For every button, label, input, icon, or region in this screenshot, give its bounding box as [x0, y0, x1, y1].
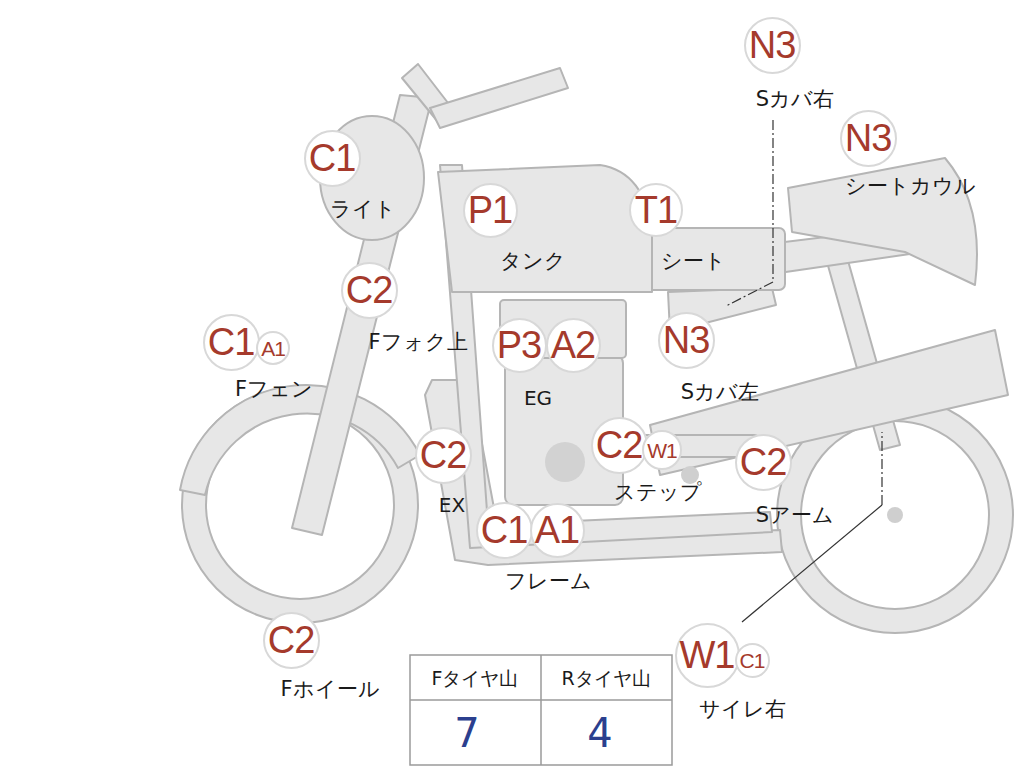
part-name: タンク — [500, 250, 566, 273]
damage-code: A1 — [530, 503, 585, 558]
part-name: Sカバ左 — [681, 381, 759, 404]
table-header: Fタイヤ山 — [432, 668, 519, 689]
code-text: A1 — [535, 511, 579, 549]
rear-axle — [887, 507, 903, 523]
part-name: ライト — [330, 198, 396, 221]
leader-line — [726, 120, 773, 306]
code-text: W1 — [647, 440, 677, 461]
part-name: シート — [661, 250, 726, 273]
engine-cover — [545, 442, 585, 482]
damage-code: C2 — [341, 262, 398, 319]
damage-code: N3 — [840, 110, 897, 167]
damage-code: C2 — [591, 417, 648, 474]
seat-cowl — [788, 158, 977, 285]
small-damage-code: A1 — [256, 331, 290, 365]
seat — [640, 228, 785, 290]
code-text: N3 — [749, 26, 796, 64]
damage-code: N3 — [744, 17, 801, 74]
part-name: EG — [524, 387, 552, 409]
code-text: N3 — [663, 321, 710, 359]
part-name: シートカウル — [845, 175, 976, 198]
table-value: 4 — [587, 711, 612, 755]
code-text: N3 — [845, 119, 892, 157]
part-name: Sアーム — [756, 504, 834, 527]
handlebar — [430, 68, 568, 128]
tank — [438, 165, 652, 292]
part-name: サイレ右 — [699, 698, 786, 721]
part-name: フレーム — [505, 570, 592, 593]
table-rule — [540, 655, 542, 765]
code-text: W1 — [680, 636, 735, 674]
code-text: C1 — [309, 139, 356, 177]
damage-code: T1 — [629, 183, 683, 237]
code-text: P3 — [497, 326, 541, 364]
damage-code: P3 — [492, 318, 547, 373]
table-value: 7 — [454, 711, 479, 755]
part-name: EX — [439, 494, 465, 516]
code-text: C1 — [740, 650, 765, 671]
code-text: P1 — [468, 191, 512, 229]
leader-line — [881, 432, 882, 505]
table-header: Rタイヤ山 — [561, 668, 650, 689]
code-text: C2 — [268, 621, 315, 659]
damage-code: A2 — [546, 318, 601, 373]
damage-code: C2 — [415, 427, 472, 484]
damage-code: C1 — [304, 130, 361, 187]
part-name: ステップ — [614, 481, 702, 504]
code-text: C2 — [596, 426, 643, 464]
damage-code: C2 — [263, 612, 320, 669]
part-name: Fフェン — [235, 378, 313, 401]
front-fork — [292, 95, 432, 535]
part-name: Fフォク上 — [368, 331, 467, 354]
damage-code: N3 — [658, 312, 715, 369]
damage-code: W1 — [675, 623, 740, 688]
tread-table — [410, 655, 672, 765]
damage-code: C1 — [203, 314, 260, 371]
code-text: C2 — [420, 436, 467, 474]
code-text: C1 — [481, 511, 528, 549]
code-text: C2 — [346, 271, 393, 309]
damage-code: P1 — [463, 183, 518, 238]
leader-line — [742, 505, 882, 622]
small-damage-code: C1 — [735, 643, 770, 678]
part-name: Fホイール — [280, 678, 379, 701]
part-name: Sカバ右 — [756, 88, 834, 111]
code-text: A1 — [261, 338, 285, 359]
code-text: T1 — [635, 191, 677, 229]
damage-code: C1 — [476, 502, 533, 559]
small-damage-code: W1 — [642, 430, 682, 470]
front-fender — [180, 385, 420, 495]
code-text: C2 — [740, 443, 787, 481]
code-text: A2 — [551, 326, 595, 364]
damage-code: C2 — [735, 434, 792, 491]
code-text: C1 — [208, 323, 255, 361]
